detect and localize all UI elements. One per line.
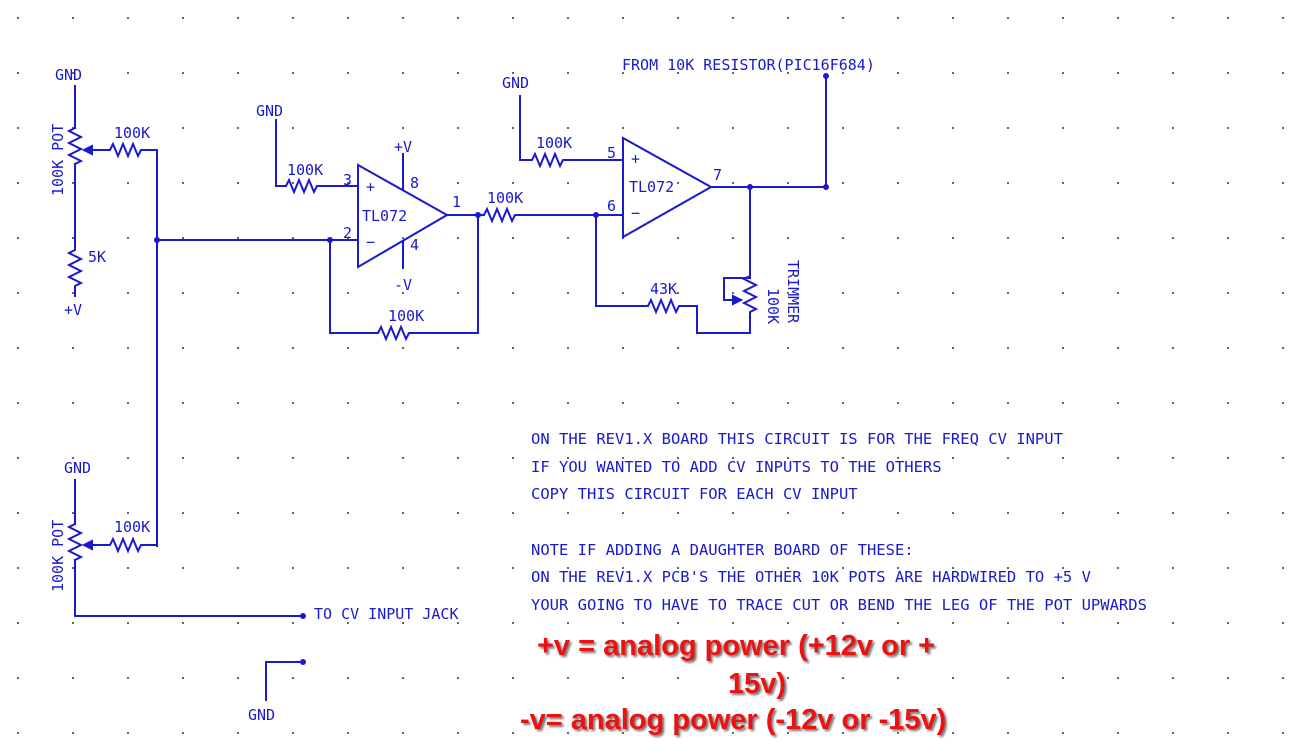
supply-label: +V <box>394 138 412 156</box>
note-line: NOTE IF ADDING A DAUGHTER BOARD OF THESE… <box>531 541 914 559</box>
resistor-label: 100K <box>114 518 150 536</box>
resistor-label: 100K <box>388 307 424 325</box>
pin-label: 5 <box>607 144 616 162</box>
trimmer-label: TRIMMER <box>784 260 802 324</box>
resistor-label: 43K <box>650 280 677 298</box>
grid-dots <box>17 17 1284 734</box>
opamp-name: TL072 <box>629 178 674 196</box>
pin-label: 6 <box>607 197 616 215</box>
output-label: TO CV INPUT JACK <box>314 605 459 623</box>
resistor-label: 5K <box>88 248 106 266</box>
pin-label: 1 <box>452 193 461 211</box>
gnd-label: GND <box>256 102 283 120</box>
junctions <box>154 73 829 665</box>
note-line: IF YOU WANTED TO ADD CV INPUTS TO THE OT… <box>531 458 942 476</box>
wires <box>66 75 827 701</box>
gnd-label: GND <box>248 706 275 724</box>
supply-label: +V <box>64 301 82 319</box>
resistor-label: 100K <box>114 124 150 142</box>
note-line: ON THE REV1.X BOARD THIS CIRCUIT IS FOR … <box>531 430 1063 448</box>
pot-label: 100K POT <box>49 520 67 592</box>
resistor-label: 100K <box>536 134 572 152</box>
source-label: FROM 10K RESISTOR(PIC16F684) <box>622 56 875 74</box>
minus-sign: − <box>366 233 375 251</box>
power-note-line2: 15v) <box>728 668 787 700</box>
opamp-name: TL072 <box>362 207 407 225</box>
resistor-label: 100K <box>487 189 523 207</box>
supply-label: -V <box>394 276 412 294</box>
schematic-labels: GND 100K POT 100K 5K +V GND 100K 3 2 8 4… <box>49 56 875 724</box>
pin-label: 2 <box>343 224 352 242</box>
pin-label: 3 <box>343 171 352 189</box>
note-line: ON THE REV1.X PCB'S THE OTHER 10K POTS A… <box>531 568 1091 586</box>
pot-label: 100K POT <box>49 124 67 196</box>
power-note-line1: +v = analog power (+12v or + <box>537 630 936 662</box>
resistor-label: 100K <box>287 161 323 179</box>
minus-sign: − <box>631 204 640 222</box>
plus-sign: + <box>366 178 375 196</box>
notes: ON THE REV1.X BOARD THIS CIRCUIT IS FOR … <box>531 430 1147 614</box>
gnd-label: GND <box>55 66 82 84</box>
note-line: COPY THIS CIRCUIT FOR EACH CV INPUT <box>531 485 858 503</box>
pin-label: 7 <box>713 166 722 184</box>
pin-label: 8 <box>410 174 419 192</box>
note-line: YOUR GOING TO HAVE TO TRACE CUT OR BEND … <box>531 596 1147 614</box>
pin-label: 4 <box>410 236 419 254</box>
gnd-label: GND <box>502 74 529 92</box>
gnd-label: GND <box>64 459 91 477</box>
plus-sign: + <box>631 150 640 168</box>
trimmer-value: 100K <box>764 288 782 324</box>
power-note-line3: -v= analog power (-12v or -15v) <box>520 704 947 736</box>
